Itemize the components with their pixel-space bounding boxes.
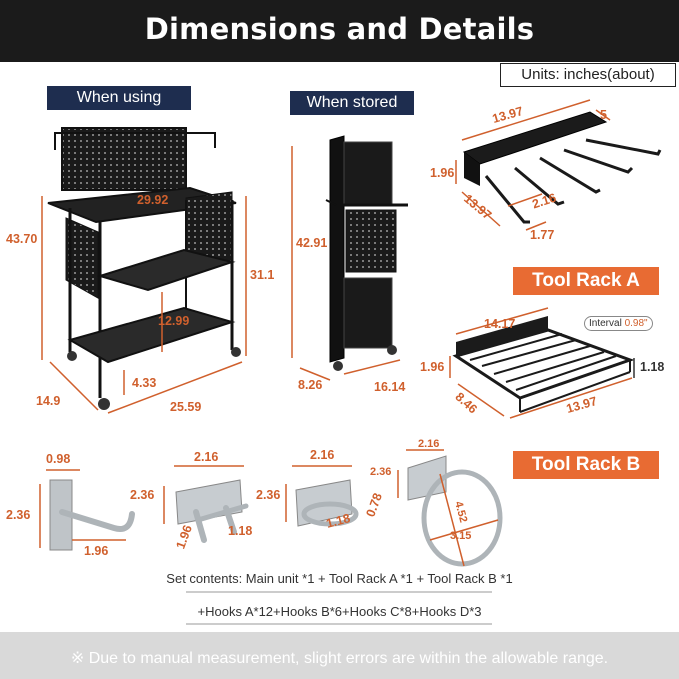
tool-rack-a-tag: Tool Rack A <box>513 267 659 295</box>
dim-rack-b-top: 14.17 <box>484 317 516 331</box>
page-title: Dimensions and Details <box>144 12 535 46</box>
units-label: Units: inches(about) <box>500 63 676 87</box>
dim-rack-b-right-height: 1.18 <box>640 360 665 374</box>
dim-hook-c-top: 2.16 <box>310 448 335 462</box>
footer-bar <box>0 632 679 679</box>
footer-note: ※ Due to manual measurement, slight erro… <box>70 650 609 667</box>
hook-d-illustration <box>397 449 503 567</box>
dim-hook-a-top: 0.98 <box>46 452 71 466</box>
dim-rack-a-depth: 5 <box>600 108 607 122</box>
hook-b-illustration <box>163 465 249 543</box>
dim-stored-depth: 8.26 <box>298 378 323 392</box>
interval-note: Interval 0.98" <box>584 316 653 331</box>
tool-rack-a-illustration <box>455 99 662 231</box>
dim-stored-width: 16.14 <box>374 380 406 394</box>
dim-rack-b-height: 1.96 <box>420 360 445 374</box>
dim-hook-d-height: 2.36 <box>370 466 392 478</box>
dim-hook-a-length: 1.96 <box>84 544 109 558</box>
dim-rack-a-height: 1.96 <box>430 166 455 180</box>
set-contents-text: Set contents: Main unit *1 + Tool Rack A… <box>166 571 513 586</box>
dim-cart-gap: 12.99 <box>158 314 190 328</box>
dim-hook-b-height: 2.36 <box>130 488 155 502</box>
dim-stored-height: 42.91 <box>296 236 328 250</box>
interval-value: 0.98" <box>624 318 648 329</box>
stored-cart-illustration <box>291 135 408 381</box>
cart-illustration <box>41 127 247 414</box>
hook-a-illustration <box>39 469 135 551</box>
interval-label: Interval <box>589 318 622 329</box>
set-hooks-text: +Hooks A*12+Hooks B*6+Hooks C*8+Hooks D*… <box>197 604 482 619</box>
header-bar <box>0 0 679 62</box>
dim-hook-c-height: 2.36 <box>256 488 281 502</box>
dim-hook-a-height: 2.36 <box>6 508 31 522</box>
when-using-tag: When using <box>47 86 191 110</box>
tool-rack-b-illustration <box>449 307 635 419</box>
dim-rack-a-slot-width: 1.77 <box>530 228 555 242</box>
dim-cart-width: 25.59 <box>170 400 202 414</box>
dim-cart-bottom-clear: 4.33 <box>132 376 157 390</box>
dim-hook-d-inner: 3.15 <box>450 530 472 542</box>
dim-cart-top-width: 29.92 <box>137 193 169 207</box>
hook-c-illustration <box>285 465 359 527</box>
dim-hook-d-top: 2.16 <box>418 438 440 450</box>
dim-cart-depth: 14.9 <box>36 394 61 408</box>
dim-hook-b-top: 2.16 <box>194 450 219 464</box>
dim-cart-shelf-height: 31.1 <box>250 268 275 282</box>
tool-rack-b-tag: Tool Rack B <box>513 451 659 479</box>
dim-cart-height: 43.70 <box>6 232 38 246</box>
when-stored-tag: When stored <box>290 91 414 115</box>
dim-hook-b-length: 1.18 <box>228 524 253 538</box>
